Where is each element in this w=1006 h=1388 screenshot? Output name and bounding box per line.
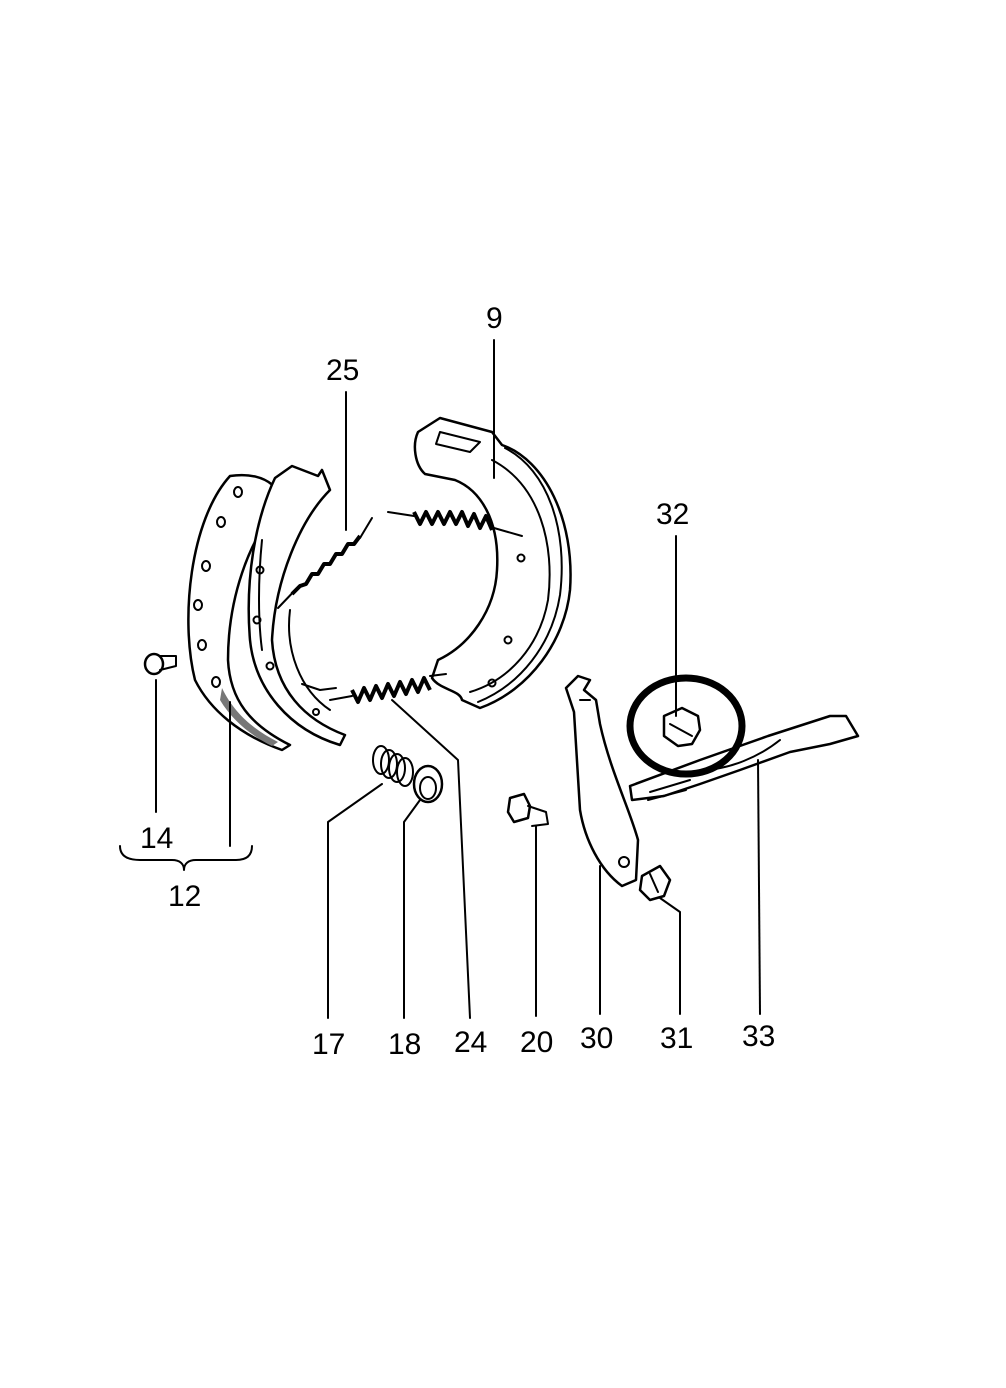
part-labels: 9 25 32 14 12 17 18 24 20 30 31 33 <box>140 302 775 1061</box>
label-24: 24 <box>454 1026 487 1059</box>
label-32: 32 <box>656 498 689 531</box>
hold-down-spring <box>372 745 414 787</box>
adjuster-spring <box>387 510 523 537</box>
label-33: 33 <box>742 1020 775 1053</box>
left-brake-shoe-assembly <box>187 464 347 752</box>
highlight-circle <box>626 674 746 778</box>
retaining-clip <box>638 864 672 902</box>
label-12: 12 <box>168 880 201 913</box>
hold-down-pin <box>143 652 177 676</box>
adjuster-wedge-part <box>662 706 702 748</box>
label-9: 9 <box>486 302 503 335</box>
lower-return-spring <box>301 673 447 704</box>
lining-rivet-holes <box>193 486 243 688</box>
label-31: 31 <box>660 1022 693 1055</box>
pivot-pin <box>506 792 549 827</box>
leader-lines <box>155 339 761 1019</box>
group-bracket <box>119 845 253 871</box>
parking-brake-lever <box>564 674 640 888</box>
label-30: 30 <box>580 1022 613 1055</box>
label-17: 17 <box>312 1028 345 1061</box>
label-20: 20 <box>520 1026 553 1059</box>
right-brake-shoe <box>413 416 572 710</box>
spring-cup-washer <box>412 764 444 804</box>
label-18: 18 <box>388 1028 421 1061</box>
label-14: 14 <box>140 822 173 855</box>
upper-return-spring <box>277 517 373 609</box>
label-25: 25 <box>326 354 359 387</box>
